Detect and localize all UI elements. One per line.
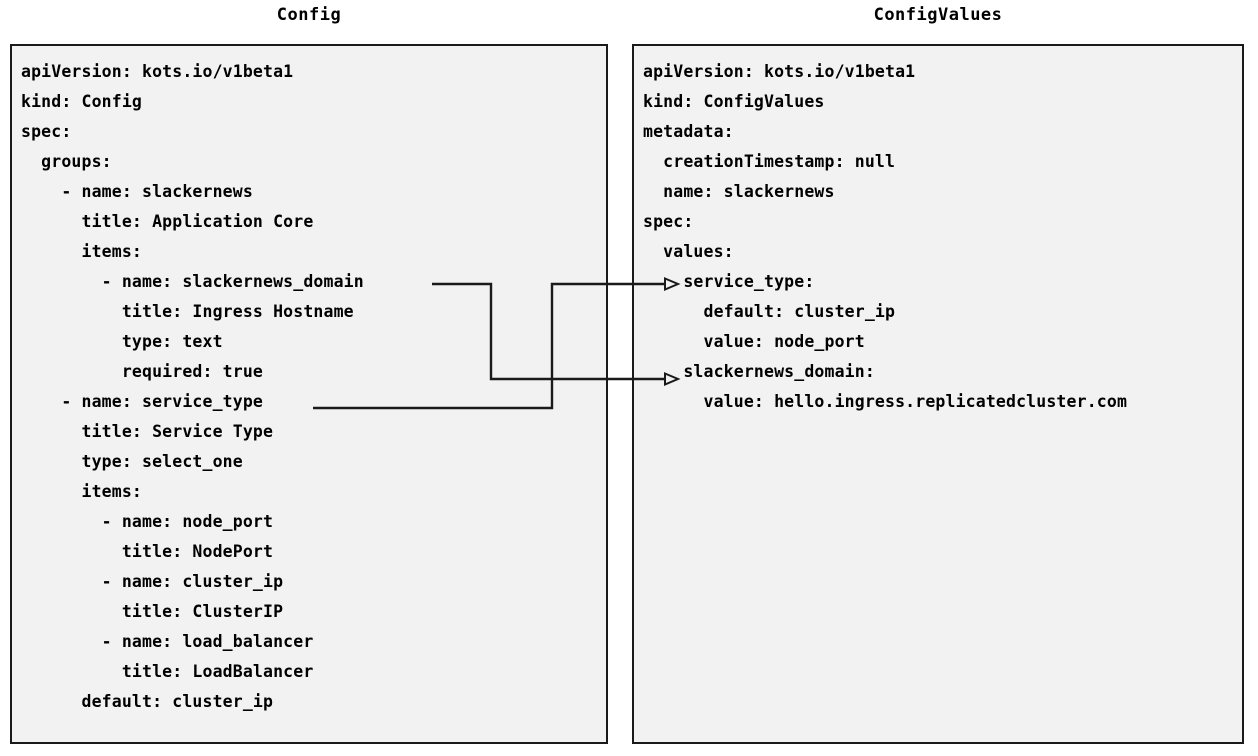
config-yaml-line: apiVersion: kots.io/v1beta1 <box>21 62 294 81</box>
config-yaml-line: type: text <box>21 332 223 351</box>
config-yaml-line: - name: slackernews <box>21 182 253 201</box>
config-yaml-line: title: Service Type <box>21 422 274 441</box>
configvalues-panel-title: ConfigValues <box>873 5 1003 25</box>
configvalues-yaml-line: creationTimestamp: null <box>643 152 896 171</box>
config-yaml-line: - name: node_port <box>21 512 274 531</box>
configvalues-yaml-line: value: node_port <box>643 332 865 351</box>
configvalues-yaml-line: apiVersion: kots.io/v1beta1 <box>643 62 916 81</box>
config-panel: apiVersion: kots.io/v1beta1 kind: Config s… <box>10 44 608 744</box>
config-yaml-line: type: select_one <box>21 452 243 471</box>
configvalues-yaml-line: spec: <box>643 212 694 231</box>
config-yaml-line: required: true <box>21 362 264 381</box>
configvalues-yaml-line: metadata: <box>643 122 734 141</box>
config-yaml-line: - name: cluster_ip <box>21 572 284 591</box>
config-panel-title: Config <box>276 5 342 25</box>
config-yaml-line: title: Ingress Hostname <box>21 302 354 321</box>
config-yaml-block: apiVersion: kots.io/v1beta1 kind: Config s… <box>21 57 364 717</box>
config-yaml-line: title: Application Core <box>21 212 314 231</box>
config-yaml-line: - name: service_type <box>21 392 264 411</box>
config-yaml-line: kind: Config <box>21 92 143 111</box>
config-yaml-line: default: cluster_ip <box>21 692 274 711</box>
configvalues-yaml-line: slackernews_domain: <box>643 362 875 381</box>
configvalues-yaml-line: values: <box>643 242 734 261</box>
config-yaml-line: - name: load_balancer <box>21 632 314 651</box>
config-yaml-line: groups: <box>21 152 112 171</box>
config-yaml-line: - name: slackernews_domain <box>21 272 364 291</box>
config-yaml-line: title: LoadBalancer <box>21 662 314 681</box>
config-yaml-line: title: NodePort <box>21 542 274 561</box>
configvalues-yaml-block: apiVersion: kots.io/v1beta1 kind: ConfigV… <box>643 57 1127 417</box>
configvalues-yaml-line: name: slackernews <box>643 182 835 201</box>
configvalues-yaml-line: value: hello.ingress.replicatedcluster.c… <box>643 392 1128 411</box>
config-yaml-line: items: <box>21 482 143 501</box>
configvalues-yaml-line: service_type: <box>643 272 815 291</box>
config-yaml-line: spec: <box>21 122 72 141</box>
configvalues-panel: apiVersion: kots.io/v1beta1 kind: ConfigV… <box>632 44 1244 744</box>
configvalues-yaml-line: default: cluster_ip <box>643 302 896 321</box>
config-yaml-line: items: <box>21 242 143 261</box>
config-yaml-line: title: ClusterIP <box>21 602 284 621</box>
configvalues-yaml-line: kind: ConfigValues <box>643 92 825 111</box>
